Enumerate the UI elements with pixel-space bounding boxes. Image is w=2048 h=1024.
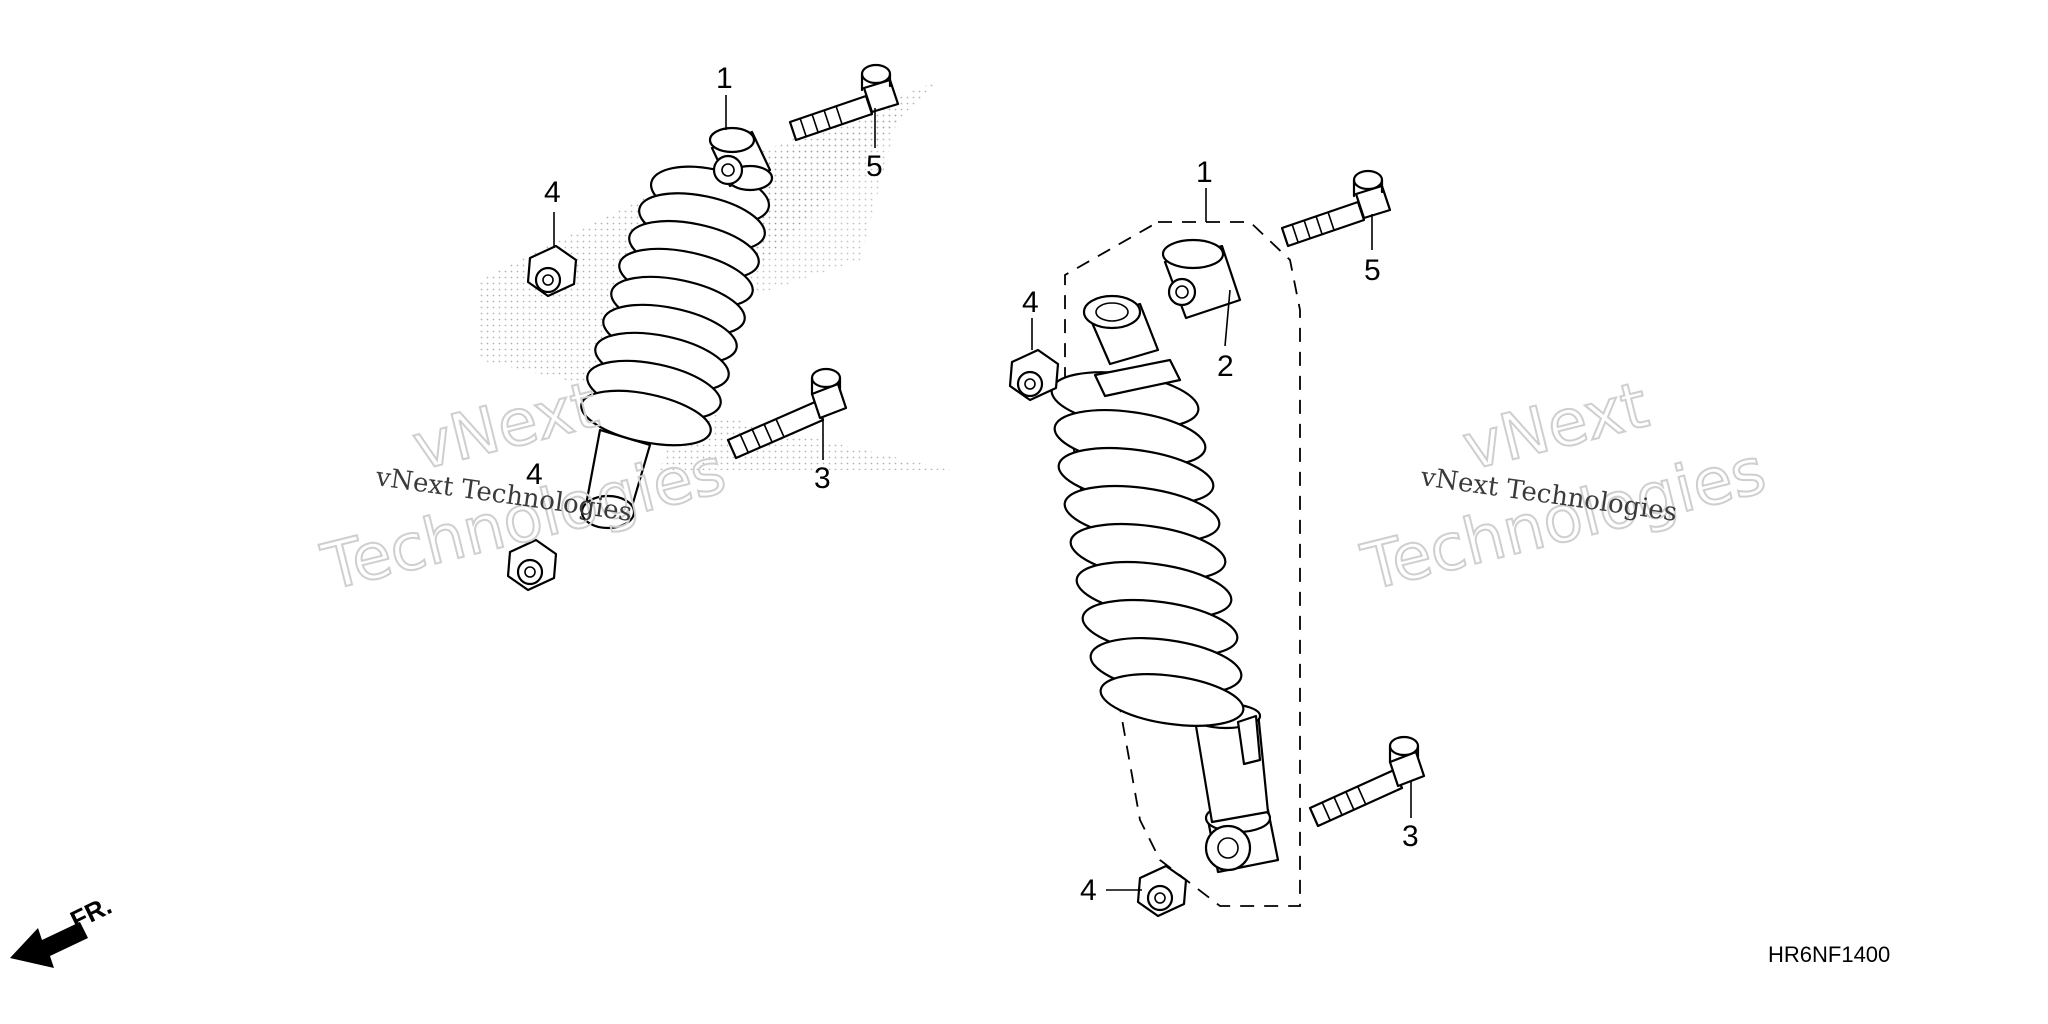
right-spring — [1050, 371, 1245, 727]
callout-right-5: 5 — [1364, 254, 1381, 287]
drawing-code: HR6NF1400 — [1768, 942, 1890, 967]
right-leader-lines — [1031, 188, 1412, 891]
callout-left-4-top: 4 — [544, 176, 561, 209]
right-lower-bolt — [1308, 735, 1426, 828]
callout-left-1: 1 — [716, 62, 733, 95]
right-bushing — [1161, 238, 1242, 320]
left-lower-bolt — [726, 367, 848, 460]
right-lower-nut — [1136, 864, 1188, 918]
watermark-right: vNext Technologies vNext Technologies — [1354, 367, 1774, 606]
assembly-boundary — [1064, 221, 1301, 907]
callout-right-4-top: 4 — [1022, 286, 1039, 319]
front-direction-indicator: FR. — [10, 890, 116, 968]
left-upper-eye — [708, 126, 774, 192]
right-upper-eye — [1082, 294, 1160, 366]
left-upper-bolt — [788, 63, 900, 142]
front-arrow-icon — [10, 922, 88, 968]
callout-right-1: 1 — [1196, 156, 1213, 189]
left-shock-absorber — [580, 126, 774, 530]
callout-left-3: 3 — [814, 462, 831, 495]
right-upper-bolt — [1280, 169, 1392, 248]
watermark-left-big-top: vNext — [406, 368, 605, 485]
callout-left-4-bottom: 4 — [526, 458, 543, 491]
callout-left-5: 5 — [866, 150, 883, 183]
right-upper-nut — [1008, 348, 1060, 402]
left-upper-nut — [526, 244, 578, 298]
left-spring — [580, 165, 771, 447]
callout-right-2: 2 — [1217, 350, 1234, 383]
callout-right-3: 3 — [1402, 820, 1419, 853]
left-lower-nut — [506, 538, 558, 592]
right-shock-absorber — [1050, 294, 1280, 874]
left-leader-lines — [553, 95, 876, 460]
callout-right-4-bottom: 4 — [1080, 874, 1097, 907]
